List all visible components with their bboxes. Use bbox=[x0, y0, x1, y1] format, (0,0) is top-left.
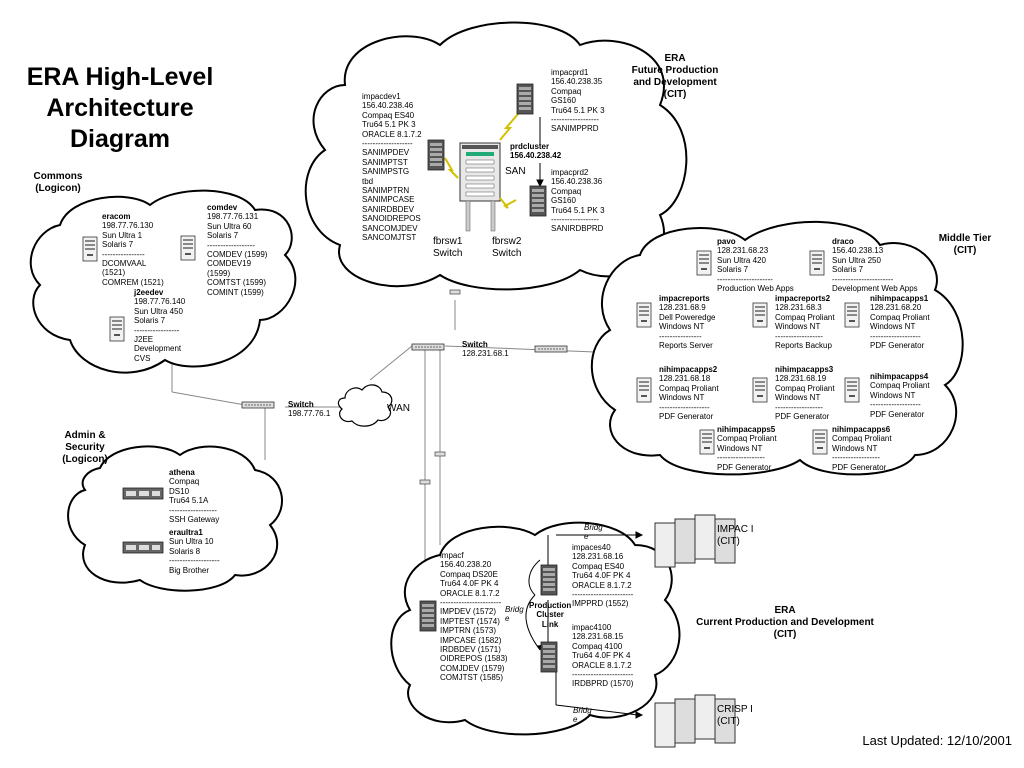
nihimpacapps4-server-icon bbox=[844, 377, 860, 403]
title-line-1: ERA High-Level bbox=[26, 63, 214, 91]
san-storage bbox=[459, 142, 501, 232]
impacdev1-server-icon bbox=[427, 139, 445, 171]
region-label-middle: Middle Tier (CIT) bbox=[938, 233, 992, 256]
network-links bbox=[171, 300, 596, 560]
impacreports-server-icon bbox=[636, 302, 652, 328]
bridge-label-mid: Bridg e bbox=[505, 605, 524, 624]
link-connector-icon bbox=[534, 345, 568, 353]
impac4100-server-icon bbox=[540, 641, 558, 673]
nihimpacapps5-server-icon bbox=[699, 429, 715, 455]
impacprd1-server-icon bbox=[516, 83, 534, 115]
bridge-label-top: Bridg e bbox=[584, 523, 603, 542]
region-label-future: ERA Future Production and Development (C… bbox=[631, 53, 719, 100]
impacprd2-server-icon bbox=[529, 185, 547, 217]
impacreports2-server-icon bbox=[752, 302, 768, 328]
impac1-label: IMPAC I (CIT) bbox=[717, 524, 754, 547]
impacf-server-icon bbox=[419, 600, 437, 632]
pavo-server-icon bbox=[696, 250, 712, 276]
region-label-current: ERA Current Production and Development (… bbox=[696, 605, 874, 640]
cloud-wan bbox=[337, 384, 393, 427]
crisp1-label: CRISP I (CIT) bbox=[717, 704, 753, 727]
last-updated: Last Updated: 12/10/2001 bbox=[862, 733, 1012, 748]
eraultra1-server-icon bbox=[122, 541, 164, 554]
switch-128-icon bbox=[411, 343, 445, 351]
bridge-label-bottom: Bridg e bbox=[573, 706, 592, 725]
j2eedev-server-icon bbox=[109, 316, 125, 342]
eracom-server-icon bbox=[82, 236, 98, 262]
cloud-admin bbox=[67, 445, 283, 592]
comdev-server-icon bbox=[180, 235, 196, 261]
fbrsw1-label: fbrsw1 Switch bbox=[433, 236, 463, 259]
nihimpacapps2-server-icon bbox=[636, 377, 652, 403]
nihimpacapps3-server-icon bbox=[752, 377, 768, 403]
cloud-current bbox=[390, 521, 681, 736]
cloud-commons bbox=[29, 189, 297, 374]
title-line-3: Diagram bbox=[69, 125, 171, 153]
nihimpacapps1-server-icon bbox=[844, 302, 860, 328]
title-line-2: Architecture bbox=[46, 94, 194, 122]
lightning-links bbox=[444, 113, 519, 209]
athena-server-icon bbox=[122, 487, 164, 500]
impaces40-server-icon bbox=[540, 564, 558, 596]
cluster-link-label: Production Cluster Link bbox=[529, 601, 572, 629]
san-label: SAN bbox=[505, 166, 526, 177]
switch-198-icon bbox=[241, 401, 275, 409]
page-title: ERA High-Level Architecture Diagram bbox=[20, 62, 220, 155]
fbrsw2-label: fbrsw2 Switch bbox=[492, 236, 522, 259]
region-label-commons: Commons (Logicon) bbox=[33, 171, 83, 194]
cluster-arrows bbox=[525, 117, 644, 719]
nihimpacapps6-server-icon bbox=[812, 429, 828, 455]
draco-server-icon bbox=[809, 250, 825, 276]
region-label-admin: Admin & Security (Logicon) bbox=[62, 430, 108, 465]
cloud-middle bbox=[590, 220, 964, 476]
small-connectors bbox=[419, 289, 461, 485]
wan-label: WAN bbox=[387, 403, 410, 414]
